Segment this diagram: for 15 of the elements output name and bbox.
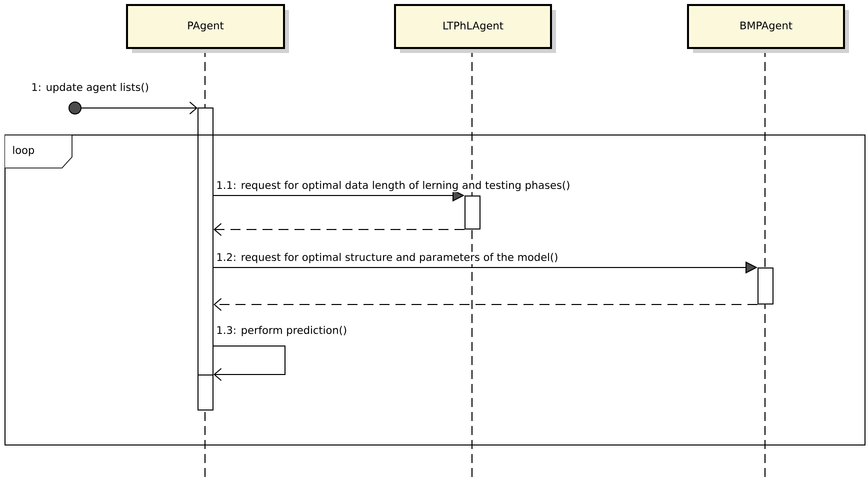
message-arrow — [213, 346, 286, 381]
message-label: 1.2: request for optimal structure and parameters of the model() — [215, 252, 560, 264]
message-label: 1: update agent lists() — [30, 82, 150, 94]
message-label: 1.3: perform prediction() — [215, 324, 348, 338]
message-arrow — [214, 298, 758, 311]
lifeline-header: PAgent — [126, 4, 289, 53]
lifeline-header: BMPAgent — [687, 4, 849, 53]
message-arrow — [81, 102, 198, 114]
activation-bar — [758, 268, 774, 304]
start-dot — [68, 102, 82, 114]
message-arrow — [214, 223, 465, 236]
lifeline-header: LTPhLAgent — [394, 4, 556, 53]
activation-bar — [464, 196, 480, 230]
message-label: 1.1: request for optimal data length of lerning and testing phases() — [215, 180, 572, 192]
activation-bar — [198, 374, 214, 410]
